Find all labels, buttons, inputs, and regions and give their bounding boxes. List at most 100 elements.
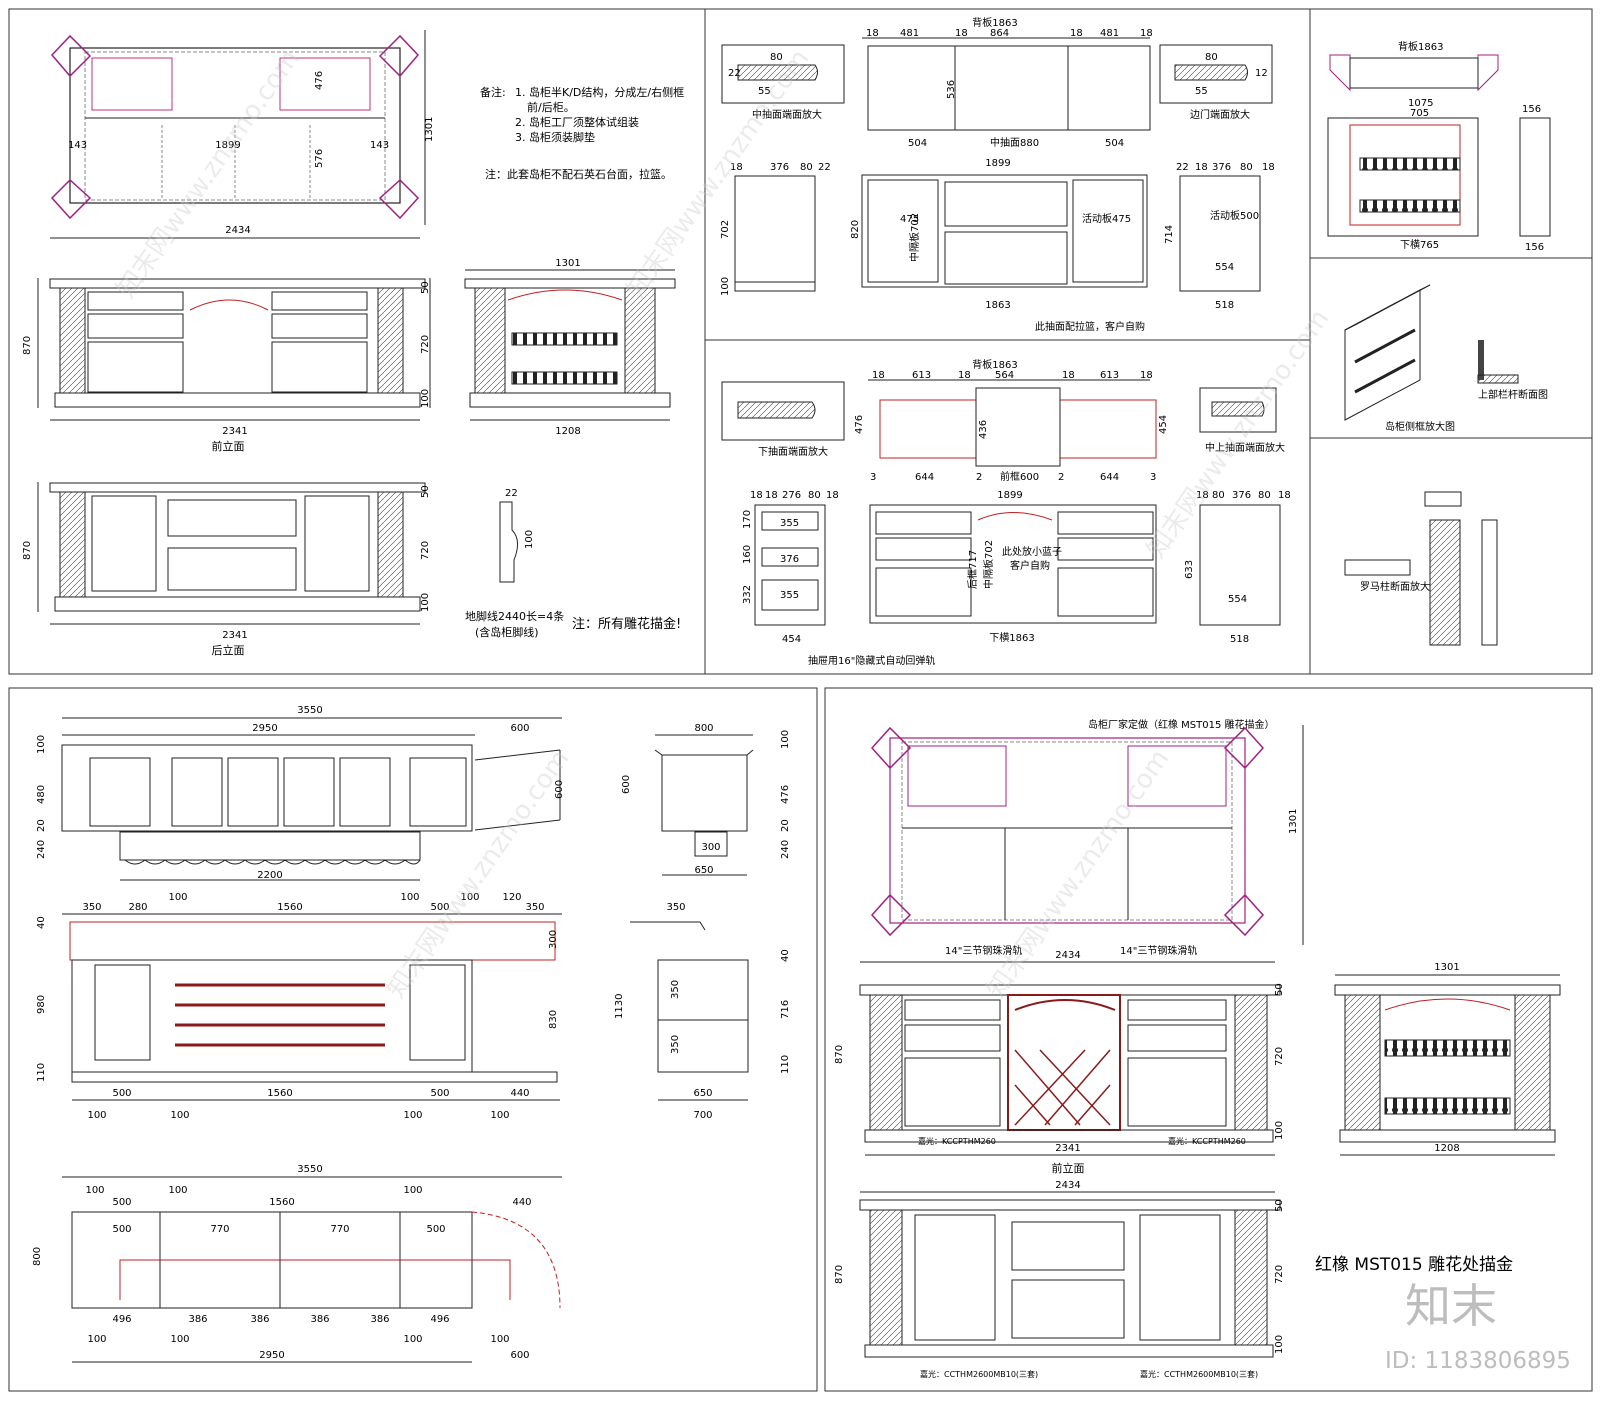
- b-sr-inner: 554: [1215, 262, 1234, 273]
- g-lf-top-8: 350: [525, 902, 544, 913]
- front-h-mid: 720: [420, 335, 431, 354]
- b-back-panel-label: 背板1863: [972, 16, 1017, 29]
- panel-a-top-plan: [50, 30, 426, 239]
- c-sr-top-0: 18: [1196, 490, 1209, 501]
- g-lf-small-2: 100: [403, 1110, 422, 1121]
- panel-c-section-right: 18 80 376 80 18 633 554 518: [1184, 490, 1291, 645]
- front-height: 870: [22, 336, 33, 355]
- e-caption: 岛柜侧框放大图: [1385, 420, 1455, 433]
- c-seg-0: 18: [872, 370, 885, 381]
- watermark-site-5: 知末网www.znzmo.com: [981, 744, 1175, 1004]
- g-p-top-3: 1560: [269, 1197, 294, 1208]
- g-f-overall: 3550: [297, 705, 322, 716]
- b-fe-height: 820: [850, 220, 861, 239]
- h-front-height: 870: [834, 1045, 845, 1064]
- b-fe-bottom: 1863: [985, 300, 1010, 311]
- h-slide-right: 14"三节钢珠滑轨: [1120, 944, 1197, 957]
- g-p-total: 2950: [259, 1350, 284, 1361]
- b-sr-shelf: 活动板500: [1210, 209, 1259, 222]
- b-seg-0: 18: [866, 28, 879, 39]
- d-label-4: 156: [1522, 104, 1541, 115]
- g-ls-right-base: 110: [780, 1055, 791, 1074]
- h-back-width: 2434: [1055, 1180, 1080, 1191]
- c-upper-drawer-caption: 中上抽面端面放大: [1205, 441, 1285, 454]
- d-label-3: 下横765: [1400, 238, 1439, 251]
- c-fe-width: 1899: [997, 490, 1022, 501]
- c-sr-top-1: 80: [1212, 490, 1225, 501]
- h-top-width: 2434: [1055, 950, 1080, 961]
- c-sl-top-3: 80: [808, 490, 821, 501]
- g-lf-h-base: 110: [36, 1063, 47, 1082]
- skirting-h: 100: [524, 530, 535, 549]
- g-lf-top-3: 1560: [277, 902, 302, 913]
- b-seg-3: 864: [990, 28, 1009, 39]
- h-front-h-base: 100: [1274, 1121, 1285, 1140]
- panel-c-front-elevation: 1899 后框717 中隔板702 此处放小蓝子 客户自购 下横1863: [869, 490, 1157, 644]
- g-s-left-h: 600: [621, 775, 632, 794]
- h-finish-note: 红橡 MST015 雕花处描金: [1315, 1255, 1513, 1275]
- g-p-inner-0: 500: [112, 1224, 131, 1235]
- g-lf-bot-0: 500: [112, 1088, 131, 1099]
- g-ls-top: 350: [666, 902, 685, 913]
- back-width: 2341: [222, 630, 247, 641]
- back-h-base: 100: [420, 593, 431, 612]
- c-seg-2: 18: [958, 370, 971, 381]
- c-h-inner: 436: [978, 420, 989, 439]
- g-ls-right-h: 716: [780, 1000, 791, 1019]
- c-fe-label-0: 后框717: [966, 550, 979, 589]
- g-p-bot-5: 496: [430, 1314, 449, 1325]
- g-f-right-h: 600: [554, 780, 565, 799]
- dim-inner-lower: 576: [314, 149, 325, 168]
- dim-overall-width: 2434: [225, 225, 250, 236]
- panel-g-plan: 3550 100 500 100 1560 100 440 500 770 77…: [32, 1164, 562, 1363]
- d-label-0: 背板1863: [1398, 40, 1443, 53]
- h-side-width-top: 1301: [1434, 962, 1459, 973]
- g-f-base-width: 2200: [257, 870, 282, 881]
- notes-line2: 2. 岛柜工厂须整体试组装: [515, 115, 639, 129]
- h-back-h-top: 50: [1274, 1199, 1285, 1212]
- panel-e-side-frame: 岛柜侧框放大图 上部栏杆断面图: [1344, 284, 1548, 433]
- h-back-hinge-right: 嘉光：CCTHM2600MB10(三套): [1140, 1369, 1258, 1379]
- b-prof-b-h: 12: [1255, 68, 1268, 79]
- b-sl-h: 702: [720, 220, 731, 239]
- skirting-w: 22: [505, 488, 518, 499]
- c-sr-h: 633: [1184, 560, 1195, 579]
- watermark-id: ID: 1183806895: [1385, 1348, 1571, 1374]
- b-fe-label-0: 475: [900, 214, 919, 225]
- front-h-top: 50: [420, 281, 431, 294]
- b-prof-a-b: 55: [758, 86, 771, 97]
- g-p-top-5: 440: [512, 1197, 531, 1208]
- b-seg-2: 18: [955, 28, 968, 39]
- b-sr-top-4: 18: [1262, 162, 1275, 173]
- e-sub-caption: 上部栏杆断面图: [1478, 388, 1548, 401]
- skirting-caption1: 地脚线2440长=4条: [465, 609, 564, 623]
- c-seg-1: 613: [912, 370, 931, 381]
- g-p-depth: 800: [32, 1247, 43, 1266]
- b-prof-b-w: 80: [1205, 52, 1218, 63]
- g-s-width: 800: [694, 723, 713, 734]
- g-p-small-0: 100: [87, 1334, 106, 1345]
- g-lf-top-5: 500: [430, 902, 449, 913]
- g-f-body: 2950: [252, 723, 277, 734]
- h-front-width: 2341: [1055, 1143, 1080, 1154]
- g-p-small-3: 100: [490, 1334, 509, 1345]
- g-f-h-top: 100: [36, 735, 47, 754]
- watermark-site-3: 知末网www.znzmo.com: [1141, 304, 1335, 564]
- notes-line1: 1. 岛柜半K/D结构，分成左/右侧框: [515, 85, 684, 99]
- g-lf-bot-1: 1560: [267, 1088, 292, 1099]
- c-sr-bottom: 518: [1230, 634, 1249, 645]
- panel-c-section-left: 18 18 276 80 18 170 160 332 355 376 355 …: [742, 490, 839, 645]
- g-p-top-0: 100: [85, 1185, 104, 1196]
- b-sr-top-1: 18: [1195, 162, 1208, 173]
- c-fe-note2: 客户自购: [1010, 559, 1050, 572]
- g-lf-bot-2: 500: [430, 1088, 449, 1099]
- c-bot-0: 3: [870, 472, 876, 483]
- c-seg-3: 564: [995, 370, 1014, 381]
- d-label-2: 705: [1410, 108, 1429, 119]
- c-bot-1: 644: [915, 472, 934, 483]
- h-back-hinge-left: 嘉光：CCTHM2600MB10(三套): [920, 1369, 1038, 1379]
- h-top-label: 岛柜厂家定做（红橡 MST015 雕花描金）: [1088, 718, 1275, 731]
- g-f-shelf: 600: [510, 723, 529, 734]
- panel-a-back-elevation: 2341 870 50 720 100 后立面: [22, 482, 431, 657]
